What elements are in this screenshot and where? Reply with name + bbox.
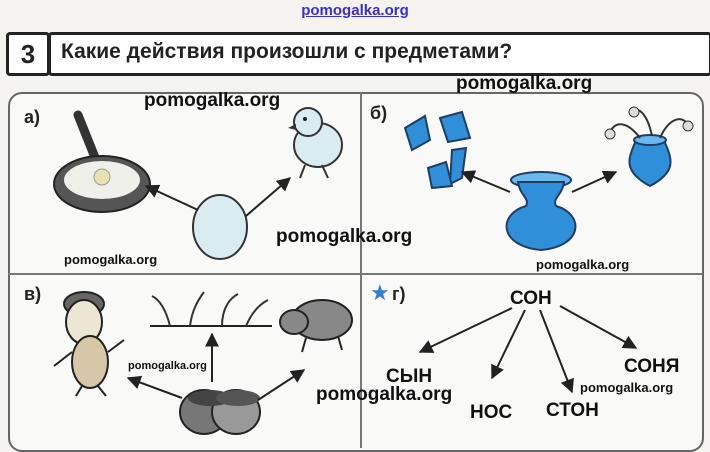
section-g-label: г) [392, 284, 406, 304]
section-v-label: в) [24, 284, 42, 304]
word-3: СТОН [546, 400, 599, 421]
section-a-label: а) [24, 107, 41, 127]
arrow-egg-to-pan [144, 184, 199, 211]
boar-icon [279, 299, 353, 353]
word-1: СЫН [386, 366, 433, 387]
watermark: pomogalka.org [276, 226, 413, 247]
exercise-title: Какие действия произошли с предметами? [61, 40, 513, 63]
watermark: pomogalka.org [316, 384, 453, 405]
frying-pan-icon [53, 110, 151, 213]
star-icon: ★ [370, 280, 390, 305]
watermark: pomogalka.org [64, 252, 158, 267]
exercise-title-box: Какие действия произошли с предметами? [48, 32, 710, 76]
vase-icon [505, 171, 577, 252]
word-4: СОНЯ [624, 356, 680, 377]
arrow-vase-to-broken [460, 170, 511, 193]
panel-divider-horizontal [8, 273, 702, 275]
word-2: НОС [470, 402, 513, 423]
top-watermark[interactable]: pomogalka.org [301, 2, 409, 19]
egg-icon [192, 194, 248, 260]
arrow-root-to-w2 [491, 309, 526, 380]
arrow-acorns-to-boar [257, 369, 306, 401]
panel-divider-vertical [360, 92, 362, 448]
watermark: pomogalka.org [128, 360, 207, 372]
broken-vase-icon [403, 110, 472, 190]
watermark: pomogalka.org [580, 380, 674, 395]
acorns-icon [179, 389, 261, 435]
watermark: pomogalka.org [456, 73, 593, 94]
watermark: pomogalka.org [536, 257, 630, 272]
arrow-root-to-w4 [559, 305, 638, 349]
vase-with-flowers-icon [604, 106, 694, 188]
watermark: pomogalka.org [144, 90, 281, 111]
chick-icon [288, 107, 343, 179]
arrow-vase-to-flowers [571, 170, 618, 193]
word-root: СОН [510, 288, 552, 309]
acorn-man-icon [53, 291, 125, 397]
arrow-acorns-to-man [126, 375, 183, 399]
sprouts-icon [150, 291, 272, 327]
arrow-egg-to-chick [245, 177, 292, 217]
section-b-label: б) [370, 103, 388, 123]
arrow-root-to-w3 [539, 309, 574, 394]
arrow-root-to-w1 [418, 307, 513, 353]
